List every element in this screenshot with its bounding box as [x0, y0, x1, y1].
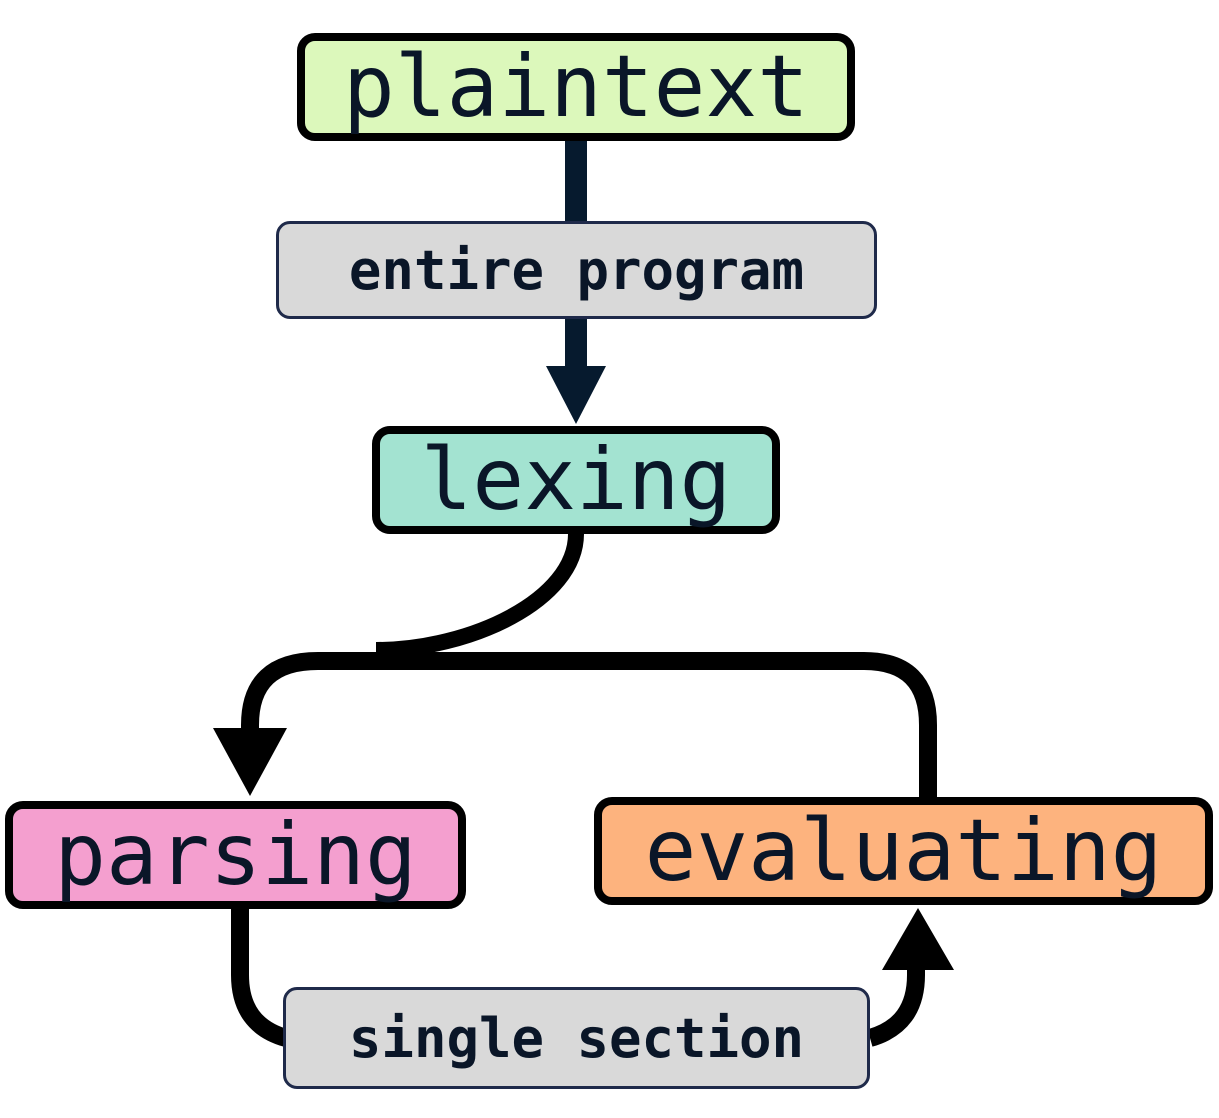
single-section-to-evaluating-arrowhead — [882, 908, 954, 970]
single-section-label: single section — [283, 987, 870, 1089]
parsing-to-single-section-line — [231, 909, 289, 1047]
single-section-to-evaluating-line — [867, 968, 925, 1047]
lexing-node-label: lexing — [420, 430, 732, 530]
plaintext-node: plaintext — [297, 33, 855, 141]
evaluating-node: evaluating — [594, 797, 1213, 905]
loop-to-parsing-arrowhead — [213, 728, 287, 796]
single-section-label-text: single section — [348, 1006, 805, 1070]
entire-program-label-text: entire program — [348, 238, 805, 302]
lexing-to-loop-curve — [375, 533, 584, 658]
parsing-node-label: parsing — [54, 805, 417, 905]
evaluating-to-parsing-loop — [241, 652, 937, 797]
parsing-node: parsing — [5, 801, 466, 909]
evaluating-node-label: evaluating — [644, 801, 1163, 901]
entire-program-label: entire program — [276, 221, 877, 319]
plaintext-node-label: plaintext — [343, 37, 809, 137]
plaintext-to-lexing-arrowhead — [546, 366, 606, 424]
lexing-node: lexing — [372, 426, 780, 534]
